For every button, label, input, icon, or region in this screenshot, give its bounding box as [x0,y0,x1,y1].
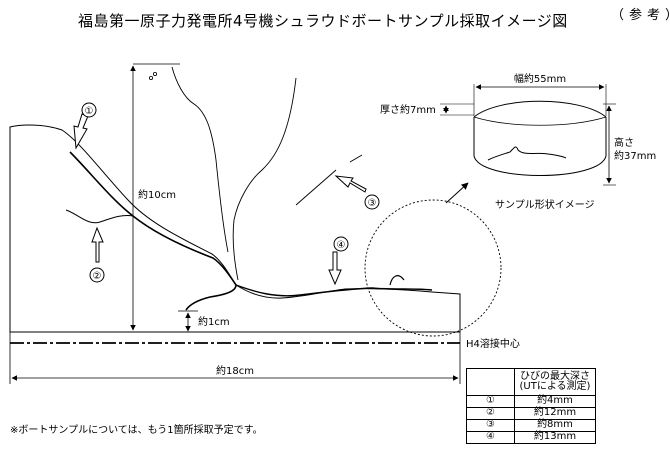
table-cell-depth: 約4mm [514,395,596,408]
table-row: ④ 約13mm [466,431,596,444]
sample-shape-caption: サンプル形状イメージ [495,198,595,211]
table-header-blank [466,368,515,396]
crack-upper-b [171,66,229,253]
crack-4 [235,284,433,297]
svg-text:③: ③ [368,198,377,209]
crack-depth-table: ひびの最大深さ (UTによる測定) ① 約4mm ② 約12mm ③ 約8mm … [466,368,596,444]
weld-center-label: H4溶接中心 [466,337,520,350]
table-row: ③ 約8mm [466,419,596,432]
table-cell-depth: 約12mm [514,407,596,420]
table-cell-depth: 約8mm [514,419,596,432]
svg-text:①: ① [85,106,94,117]
marker-arrow-1 [73,113,89,150]
leader-arrow [445,182,469,204]
marker-arrow-2 [91,226,104,263]
sample-location-circle [364,199,502,337]
table-cell-id: ④ [466,431,515,444]
dim-width-label: 約18cm [216,364,254,377]
sample-outline [9,124,461,333]
pit-mark [152,72,157,77]
svg-text:④: ④ [337,240,346,251]
table-header: ひびの最大深さ (UTによる測定) [514,368,596,396]
marker-3: ③ [364,194,380,210]
crack-3 [295,169,337,206]
sample-height-value: 約37mm [614,149,656,162]
table-cell-id: ① [466,395,515,408]
sample-shape-image [473,100,607,176]
marker-2: ② [89,267,105,283]
table-cell-id: ② [466,407,515,420]
table-header-line: ひびの最大深さ [520,370,590,382]
crack-3-tail [349,154,363,163]
sample-width-label: 幅約55mm [514,72,566,85]
pit-mark [148,76,153,81]
reference-label: （参考） [611,8,670,23]
table-row: ② 約12mm [466,407,596,420]
crack-4-branch [389,275,405,286]
marker-arrow-3 [334,175,367,193]
sample-thickness-label: 厚さ約7mm [380,103,436,116]
crack-upper-a [232,77,297,281]
crack-1 [69,151,237,311]
table-cell-depth: 約13mm [514,431,596,444]
crack-2 [65,209,134,224]
table-cell-id: ③ [466,419,515,432]
svg-text:②: ② [93,271,102,282]
dim-offset-label: 約1cm [198,315,230,328]
marker-4: ④ [333,236,349,252]
table-header-line: (UTによる測定) [519,381,591,392]
table-row: ① 約4mm [466,395,596,408]
marker-arrow-4 [328,251,342,286]
dim-height-label: 約10cm [138,188,176,201]
footnote: ※ボートサンプルについては、もう1箇所採取予定です。 [10,425,263,436]
sample-height-label: 高さ [614,136,634,149]
page-title: 福島第一原子力発電所4号機シュラウドボートサンプル採取イメージ図 [78,12,568,30]
marker-1: ① [81,102,97,118]
